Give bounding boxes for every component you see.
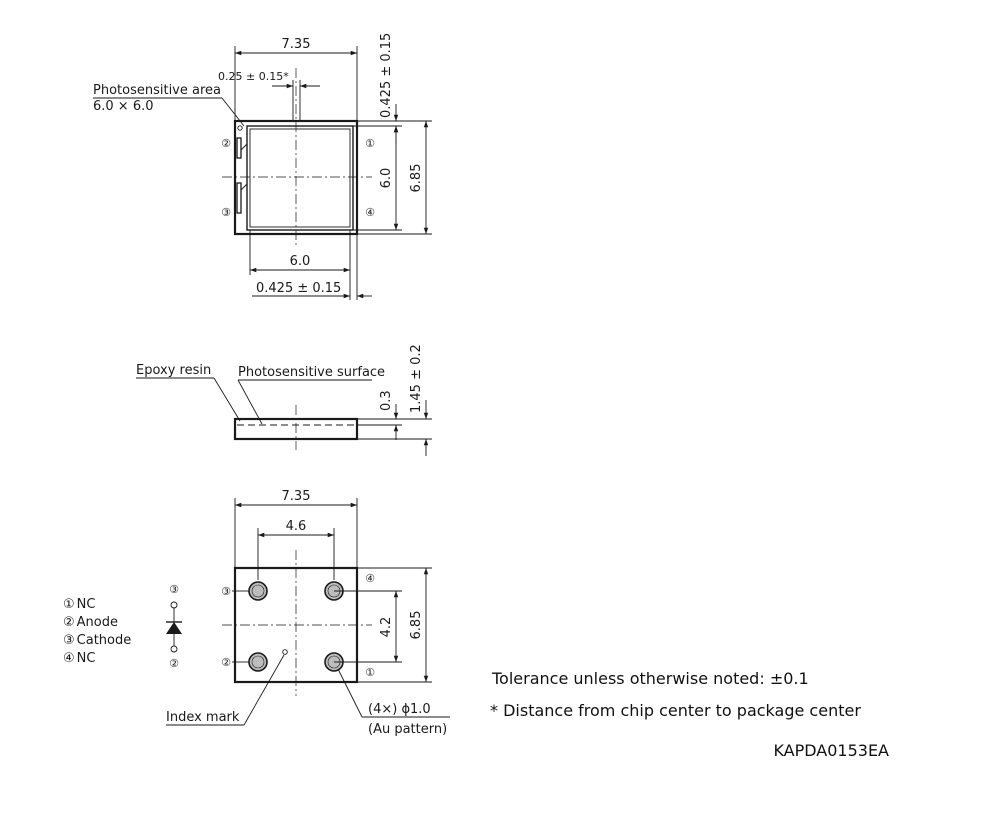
surface-depth-dim: 0.3 — [379, 390, 394, 411]
photosensitive-area-label: Photosensitive area — [93, 83, 221, 98]
top-pin-3: ③ — [221, 206, 231, 219]
photodiode-schematic: ③ ② — [166, 583, 182, 670]
bottom-height-dim: 6.85 — [409, 611, 424, 640]
bottom-margin-dim: 0.425 ± 0.15 — [256, 281, 341, 296]
pad-pitch-y-dim: 4.2 — [379, 617, 394, 638]
bottom-pin-2: ② — [221, 656, 231, 669]
thickness-dim: 1.45 ± 0.2 — [409, 344, 424, 413]
bottom-pin-4: ④ — [365, 572, 375, 585]
diode-symbol-icon — [166, 622, 182, 634]
bottom-width-dim: 7.35 — [282, 489, 311, 504]
notes: Tolerance unless otherwise noted: ±0.1 *… — [490, 669, 889, 760]
schematic-pin-2: ② — [169, 657, 179, 670]
inner-width-dim: 6.0 — [290, 254, 311, 269]
tolerance-note: Tolerance unless otherwise noted: ±0.1 — [491, 669, 809, 688]
height-dim: 6.85 — [409, 164, 424, 193]
index-mark — [282, 649, 288, 655]
photosensitive-area — [246, 125, 354, 231]
side-view: Epoxy resin Photosensitive surface 0.3 1… — [136, 344, 432, 456]
top-pin-4: ④ — [365, 206, 375, 219]
pad-label-material: (Au pattern) — [368, 722, 447, 737]
top-pin-2: ② — [221, 137, 231, 150]
top-pin-1: ① — [365, 137, 375, 150]
top-width-dim: 7.35 — [282, 37, 311, 52]
pad-pitch-x-dim: 4.6 — [286, 519, 307, 534]
top-margin-dim: 0.425 ± 0.15 — [379, 33, 394, 118]
photosensitive-surface-label: Photosensitive surface — [238, 365, 385, 380]
inner-height-dim: 6.0 — [379, 168, 394, 189]
bottom-pin-1: ① — [365, 666, 375, 679]
index-mark-label: Index mark — [166, 710, 240, 725]
bottom-view: 7.35 4.6 ③ ② ④ ① — [166, 489, 450, 737]
epoxy-resin-label: Epoxy resin — [136, 363, 211, 378]
bottom-pin-3: ③ — [221, 585, 231, 598]
distance-note: * Distance from chip center to package c… — [490, 701, 861, 720]
top-view: 7.35 0.25 ± 0.15* Photosensitive area 6.… — [93, 33, 432, 300]
pad-label: (4×) ϕ1.0 — [368, 702, 431, 717]
offset-dim: 0.25 ± 0.15* — [218, 70, 289, 83]
photosensitive-area-value: 6.0 × 6.0 — [93, 99, 154, 114]
drawing-code: KAPDA0153EA — [773, 741, 889, 760]
schematic-pin-3: ③ — [169, 583, 179, 596]
